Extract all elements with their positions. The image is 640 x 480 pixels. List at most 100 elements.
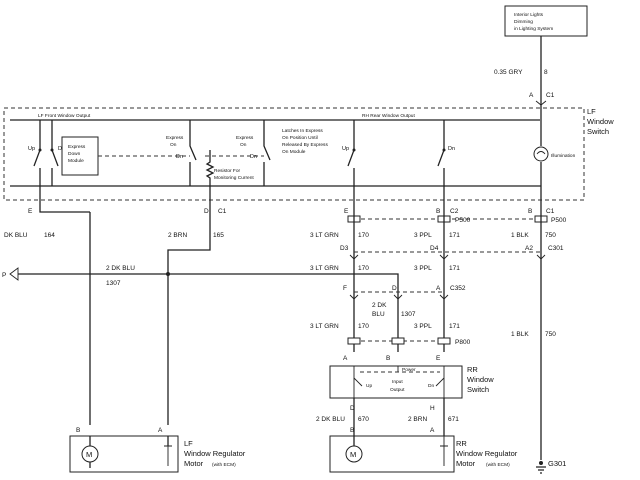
pin-d-rrm: D [350,405,355,412]
pin-b-rrm: B [350,427,354,434]
pin-b-rr: B [436,208,440,215]
w171-color-3: 3 PPL [414,323,432,330]
rr-up-label: Up [342,146,349,152]
interior-lights-line3: in Lighting System [514,26,553,32]
rr-sw-up: Up [366,383,372,389]
ground-label: G301 [548,459,566,468]
lf-window-switch-boundary [3,107,585,201]
lf-up-label: Up [28,146,35,152]
express-dn-1: Dn [176,154,183,160]
conn-c352: C352 [450,285,466,292]
express-dn-2: Dn [250,154,257,160]
resistor-note-1: Resistor For [214,168,241,174]
w164-circuit: 164 [44,232,55,239]
conn-c1-top: C1 [546,92,555,99]
latches-note-3: Released By Express [282,142,328,148]
latches-note-4: On Module [282,149,306,155]
pin-f-c352: F [343,285,347,292]
pin-e-rrsw: E [436,355,441,362]
w171-circuit-3: 171 [449,323,460,330]
w670-color: 2 DK BLU [316,416,345,423]
lf-switch-label-3: Switch [587,127,609,136]
express-on-1-line2: On [170,142,177,148]
lf-front-output-label: LF Front Window Output [38,113,91,119]
pin-a-top: A [529,92,534,99]
w170-color-3: 3 LT GRN [310,323,339,330]
rr-input-label: Input [392,379,403,385]
w1307-circuit: 1307 [106,280,121,287]
lf-motor-label-2: Window Regulator [184,449,246,458]
gry-wire-circuit: 8 [544,69,548,76]
illumination-label: Illumination [551,153,576,159]
conn-c1-ill: C1 [546,208,555,215]
w1307-rr-gauge: 2 DK [372,302,387,309]
lf-motor-box [69,435,179,473]
w171-circuit-1: 171 [449,232,460,239]
pin-a-c352: A [436,285,441,292]
w170-circuit-1: 170 [358,232,369,239]
w165-circuit: 165 [213,232,224,239]
latches-note-2: On Position Until [282,135,318,141]
pin-d4: D4 [430,245,439,252]
lf-motor-label-3: Motor [184,459,204,468]
conn-c301: C301 [548,245,564,252]
express-on-2-line2: On [240,142,247,148]
conn-p500-b: P500 [551,217,567,224]
interior-lights-line2: Dimming [514,19,533,25]
lf-motor-label-1: LF [184,439,193,448]
pin-a2: A2 [525,245,533,252]
interior-lights-box [504,5,588,37]
lf-motor-ecm: (with ECM) [212,462,236,468]
rr-motor-label-1: RR [456,439,467,448]
pin-e-rr: E [344,208,349,215]
interior-lights-line1: Interior Lights [514,12,544,18]
rr-dn-label: Dn [448,146,455,152]
rr-motor-m: M [350,450,356,459]
gry-wire-label: 0.35 GRY [494,69,523,76]
conn-c1-lf: C1 [218,208,227,215]
pin-a-rr: A [343,355,348,362]
edm-line1: Express [68,144,86,150]
conn-p800: P800 [455,339,471,346]
w171-color-2: 3 PPL [414,265,432,272]
rr-switch-label-2: Window [467,375,494,384]
w170-color-2: 3 LT GRN [310,265,339,272]
pin-b-lfm: B [76,427,80,434]
pin-d3: D3 [340,245,349,252]
latches-note-1: Latches In Express [282,128,323,134]
w1307-rr-circuit: 1307 [401,311,416,318]
pin-b-rrsw: B [386,355,390,362]
w170-circuit-3: 170 [358,323,369,330]
rr-motor-label-3: Motor [456,459,476,468]
rr-motor-label-2: Window Regulator [456,449,518,458]
w750-circuit-1: 750 [545,232,556,239]
rr-power-label: Power [402,367,416,373]
express-on-2-line1: Express [236,135,254,141]
w670-circuit: 670 [358,416,369,423]
lf-motor-m: M [86,450,92,459]
w170-circuit-2: 170 [358,265,369,272]
w671-circuit: 671 [448,416,459,423]
w171-color-1: 3 PPL [414,232,432,239]
edm-line3: Module [68,158,84,164]
pin-e-lf: E [28,208,33,215]
lf-switch-label-2: Window [587,117,614,126]
pin-a-rrm: A [430,427,435,434]
rr-output-label: Output [390,387,405,393]
resistor-note-2: Monitoring Current [214,175,254,181]
rr-sw-dn: Dn [428,383,434,389]
w165-color: 2 BRN [168,232,187,239]
rh-rear-output-label: RH Rear Window Output [362,113,415,119]
lf-switch-label-1: LF [587,107,596,116]
pin-a-lfm: A [158,427,163,434]
conn-p500-a: P500 [455,217,471,224]
express-on-1-line1: Express [166,135,184,141]
pin-d-c352: D [392,285,397,292]
pin-d-lf: D [204,208,209,215]
rr-switch-label-1: RR [467,365,478,374]
edm-line2: Down [68,151,81,157]
w1307-rr-color: BLU [372,311,385,318]
p-label: P [2,272,6,279]
w750-color-2: 1 BLK [511,331,529,338]
